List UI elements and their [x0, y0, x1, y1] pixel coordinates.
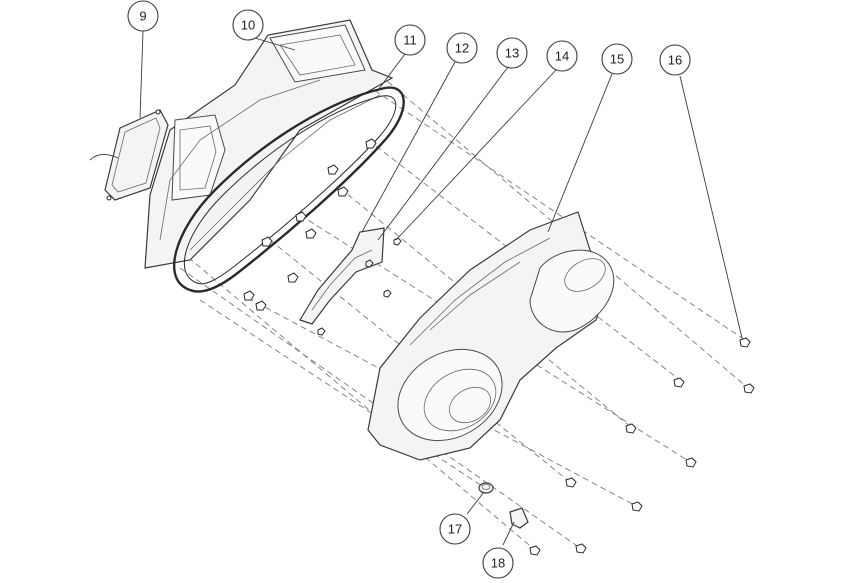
callout-12-label: 12	[455, 41, 469, 56]
callout-leaders	[139, 30, 743, 546]
callout-14: 14	[546, 40, 578, 72]
part-11-cover-gasket	[173, 86, 405, 293]
callout-13-label: 13	[505, 46, 519, 61]
callout-10: 10	[232, 9, 264, 41]
callout-18-label: 18	[491, 556, 505, 571]
callout-17: 17	[439, 513, 471, 545]
inner-housing-bolts	[243, 138, 377, 336]
callout-9: 9	[127, 0, 159, 32]
part-9-seal-plate	[89, 109, 169, 201]
callout-15: 15	[601, 43, 633, 75]
part-17-spacer	[478, 482, 494, 494]
part-15-outer-cover	[367, 211, 615, 461]
callout-18: 18	[482, 547, 514, 579]
callout-13: 13	[496, 37, 528, 69]
callout-12: 12	[446, 32, 478, 64]
part-12-14-bracket	[299, 227, 402, 325]
callout-15-label: 15	[610, 52, 624, 67]
callout-11-label: 11	[403, 33, 417, 48]
callout-11: 11	[394, 24, 426, 56]
part-18-clip	[509, 507, 529, 529]
callout-16-label: 16	[668, 53, 682, 68]
callout-17-label: 17	[448, 522, 462, 537]
callout-10-label: 10	[241, 18, 255, 33]
callout-9-label: 9	[139, 9, 146, 24]
callout-16: 16	[659, 44, 691, 76]
part-16-cover-bolts	[529, 337, 755, 556]
callout-14-label: 14	[555, 49, 569, 64]
